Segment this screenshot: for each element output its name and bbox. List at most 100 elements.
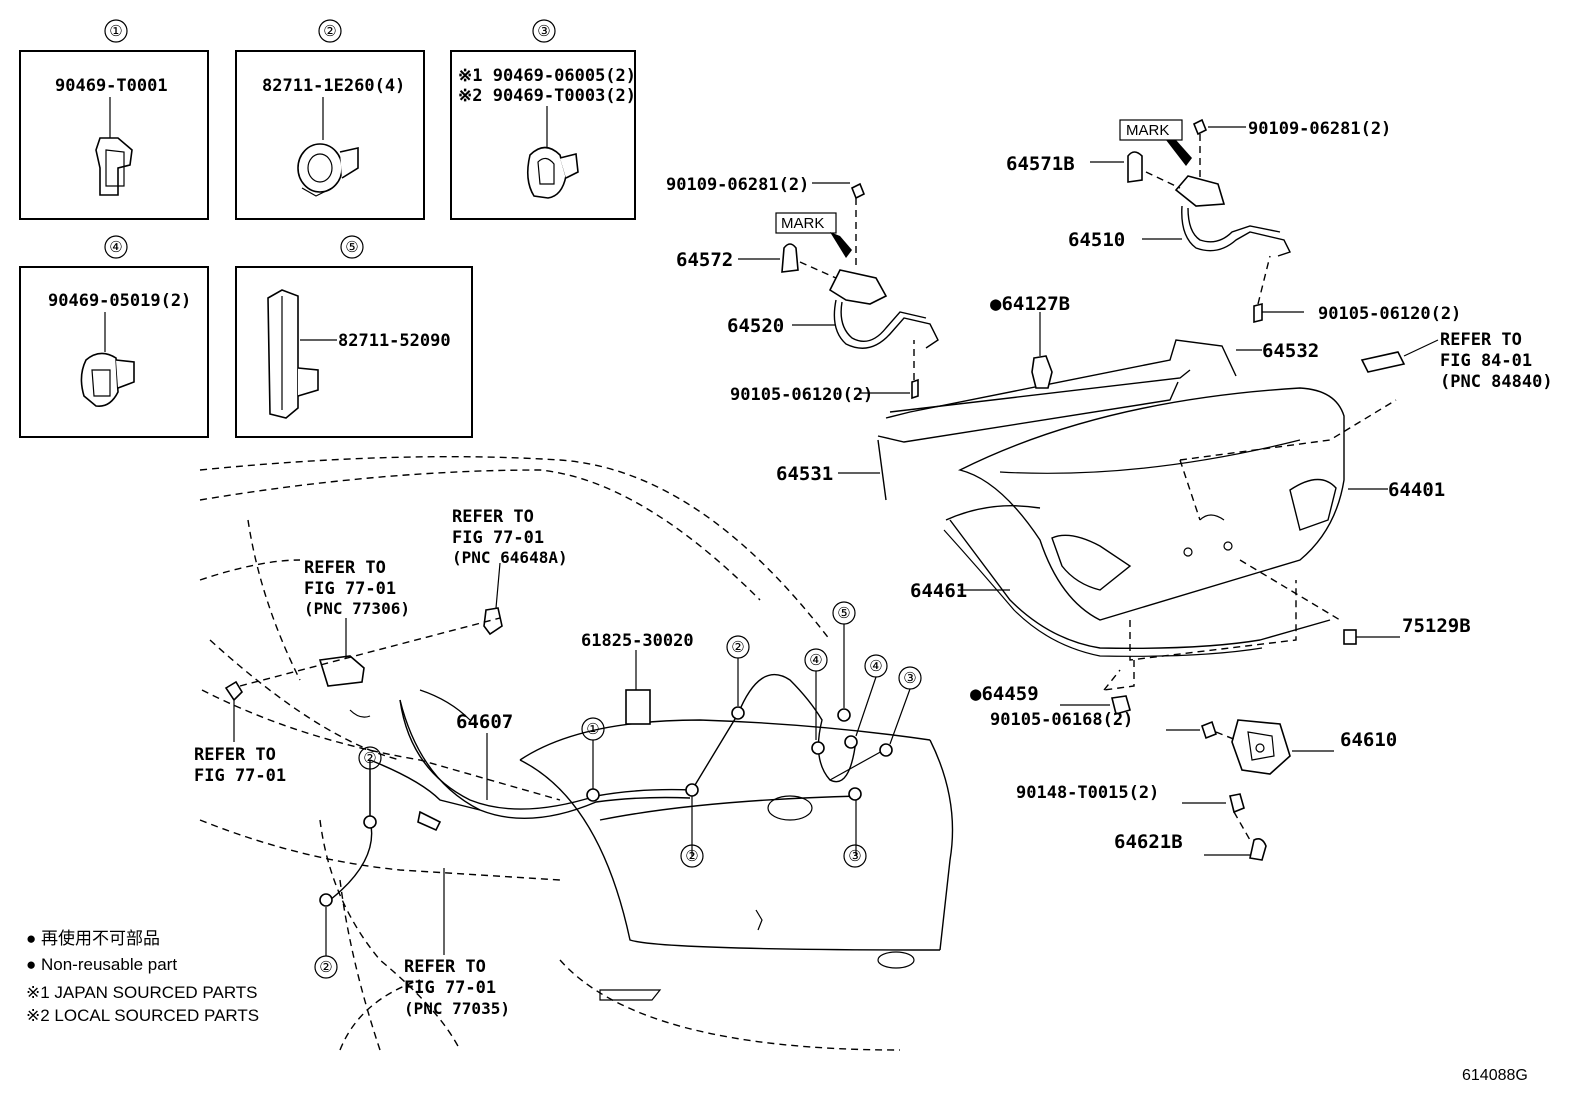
callout-clip-2a: ② (731, 639, 744, 656)
callout-clip-5: ⑤ (837, 605, 850, 622)
label-64461: 64461 (910, 580, 967, 602)
label-refer-a-line2: FIG 77-01 (452, 528, 544, 548)
label-64621B: 64621B (1114, 831, 1183, 853)
clip-90469-06005-icon (526, 146, 567, 199)
torsion-bars (838, 339, 1262, 501)
bolt-refer-77-icon (224, 680, 244, 702)
label-64610: 64610 (1340, 729, 1397, 751)
detail-box-3-part-2: ※2 90469-T0003(2) (458, 86, 636, 106)
lock-64610 (1166, 719, 1334, 775)
clip-82711-52090-icon (267, 289, 299, 419)
detail-box-1-part: 90469-T0001 (55, 76, 168, 96)
cushion-64572-icon (781, 243, 799, 273)
label-refer-d-line1: REFER TO (404, 957, 486, 977)
bolt-90105-left-icon (911, 378, 919, 400)
clip-callouts: ① ② ② ② ② ④ ⑤ ④ ③ ③ (314, 601, 922, 979)
detail-box-4-index: ④ (109, 239, 122, 256)
detail-box-5-part: 82711-52090 (338, 331, 451, 351)
label-bolt-right-top: 90109-06281(2) (1248, 119, 1391, 139)
arrow-mark-right-icon (1166, 140, 1192, 166)
detail-box-1: ① 90469-T0001 (19, 19, 209, 220)
label-bolt-right-mid: 90105-06120(2) (1318, 304, 1461, 324)
label-64571B: 64571B (1006, 153, 1075, 175)
label-64510: 64510 (1068, 229, 1125, 251)
label-bolt-64610: 90105-06168(2) (990, 710, 1133, 730)
legend-en: ● Non-reusable part (26, 955, 177, 974)
callout-clip-2b: ② (685, 848, 698, 865)
label-refer-c-line2: FIG 77-01 (194, 766, 286, 786)
light-84840 (1360, 339, 1439, 373)
label-refer-a-line1: REFER TO (452, 507, 534, 527)
cushion-64459 (1060, 695, 1131, 715)
legend-note1: ※1 JAPAN SOURCED PARTS (26, 983, 258, 1002)
screw-90148-icon (1229, 793, 1245, 814)
detail-box-1-index: ① (109, 23, 122, 40)
figure-code: 614088G (1462, 1067, 1528, 1084)
detail-box-5: ⑤ 82711-52090 (235, 235, 473, 438)
callout-clip-2c: ② (363, 750, 376, 767)
label-refer-a-line3: (PNC 64648A) (452, 548, 568, 567)
label-64607: 64607 (456, 711, 513, 733)
cushion-64571B-icon (1127, 151, 1143, 183)
detail-box-4-part: 90469-05019(2) (48, 291, 191, 311)
bolt-90105-right-icon (1253, 302, 1263, 324)
vehicle-body (199, 455, 954, 1051)
plug-75129B (1343, 629, 1400, 645)
car-connectors (224, 562, 651, 955)
striker-64621B (1182, 793, 1267, 861)
bolt-90109-right-icon (1192, 118, 1208, 136)
label-64531: 64531 (776, 463, 833, 485)
label-screw-90148: 90148-T0015(2) (1016, 783, 1159, 803)
legend-note2: ※2 LOCAL SOURCED PARTS (26, 1006, 259, 1025)
trunk-lid-64401 (957, 387, 1388, 621)
label-64572: 64572 (676, 249, 733, 271)
callout-clip-4a: ④ (809, 652, 822, 669)
label-64127B: ●64127B (990, 293, 1070, 315)
label-refer-d-line2: FIG 77-01 (404, 978, 496, 998)
label-refer-b-line1: REFER TO (304, 558, 386, 578)
label-refer-84-line2: FIG 84-01 (1440, 351, 1532, 371)
legend-jp: ● 再使用不可部品 (26, 928, 160, 948)
label-64459: ●64459 (970, 683, 1039, 705)
label-bolt-left-mid: 90105-06120(2) (730, 385, 873, 405)
detail-box-2: ② 82711-1E260(4) (235, 19, 425, 220)
callout-clip-3a: ③ (903, 670, 916, 687)
callout-clip-1: ① (586, 721, 599, 738)
detail-box-3-part-1: ※1 90469-06005(2) (458, 66, 636, 86)
trunk-dashed-lines (1103, 399, 1397, 691)
label-refer-c-line1: REFER TO (194, 745, 276, 765)
legend: ● 再使用不可部品 ● Non-reusable part ※1 JAPAN S… (26, 928, 259, 1025)
label-bolt-left-top: 90109-06281(2) (666, 175, 809, 195)
label-61825-icon (625, 689, 651, 725)
label-refer-84-line1: REFER TO (1440, 330, 1522, 350)
label-refer-b-line3: (PNC 77306) (304, 599, 410, 618)
weatherstrip-64461 (943, 505, 1331, 657)
clip-82711-1E260-icon (297, 143, 343, 193)
arrow-mark-left-icon (830, 232, 852, 258)
mark-left: MARK (781, 215, 824, 232)
bolt-90109-left-icon (850, 182, 866, 200)
detail-box-3-index: ③ (537, 23, 550, 40)
label-refer-d-line3: (PNC 77035) (404, 999, 510, 1018)
detail-box-3: ③ ※1 90469-06005(2) ※2 90469-T0003(2) (450, 19, 636, 220)
detail-box-2-index: ② (323, 23, 336, 40)
label-64520: 64520 (727, 315, 784, 337)
clip-64127B (1031, 312, 1053, 389)
callout-clip-3b: ③ (848, 848, 861, 865)
label-64532: 64532 (1262, 340, 1319, 362)
clip-90469-05019-icon (80, 352, 119, 408)
hinge-64510: MARK (1090, 118, 1304, 324)
label-refer-b-line2: FIG 77-01 (304, 579, 396, 599)
connector-77306-icon (318, 655, 365, 687)
detail-box-4: ④ 90469-05019(2) (19, 235, 209, 438)
connector-64648A-icon (483, 607, 503, 636)
part-labels: 90109-06281(2) 64571B 64510 90109-06281(… (194, 119, 1553, 1018)
detail-box-2-part: 82711-1E260(4) (262, 76, 405, 96)
detail-box-5-index: ⑤ (345, 239, 358, 256)
callout-clip-4b: ④ (869, 658, 882, 675)
label-75129B: 75129B (1402, 615, 1471, 637)
label-61825-30020: 61825-30020 (581, 631, 694, 651)
label-64401: 64401 (1388, 479, 1445, 501)
callout-clip-2d: ② (319, 959, 332, 976)
